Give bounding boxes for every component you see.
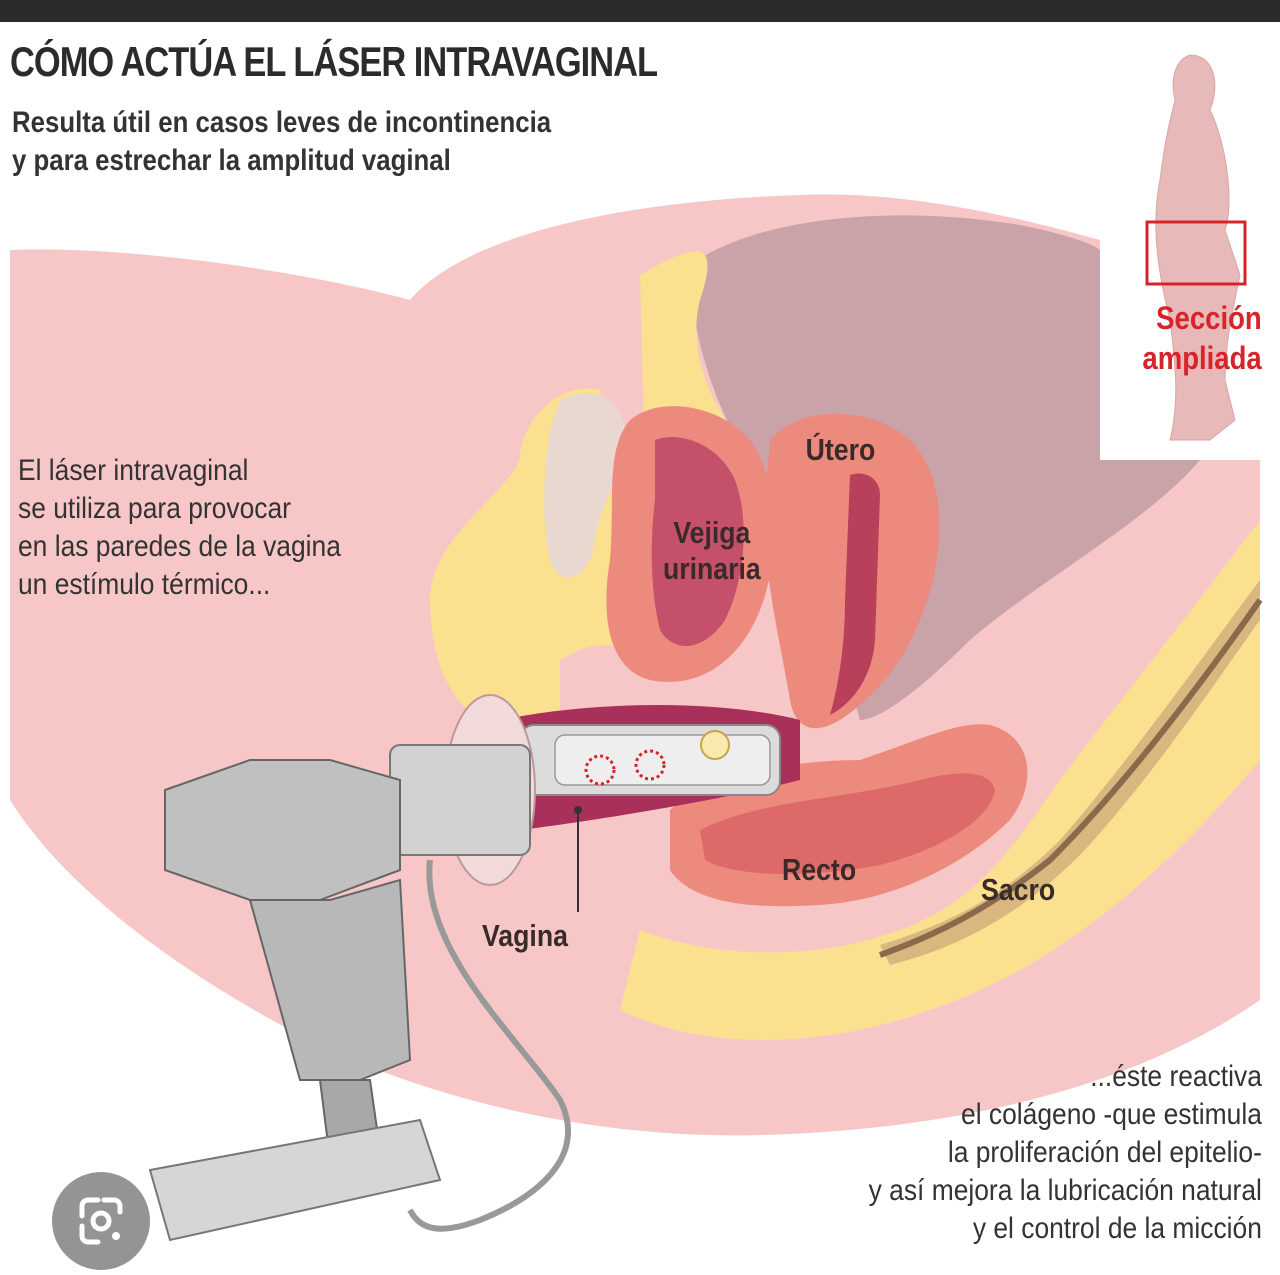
inset-label-line: ampliada xyxy=(1142,340,1262,376)
sacrum-line xyxy=(878,598,1263,958)
page-title: CÓMO ACTÚA EL LÁSER INTRAVAGINAL xyxy=(10,38,658,85)
right-explanation-line: el colágeno -que estimula xyxy=(961,1098,1262,1131)
right-explanation: ...éste reactiva el colágeno -que estimu… xyxy=(869,1058,1262,1248)
left-explanation-line: en las paredes de la vagina xyxy=(18,530,341,563)
abdominal-cavity xyxy=(690,215,1200,721)
right-explanation-line: ...éste reactiva xyxy=(1090,1060,1262,1093)
inset-label-line: Sección xyxy=(1156,300,1262,336)
left-explanation: El láser intravaginal se utiliza para pr… xyxy=(18,452,341,604)
laser-cable xyxy=(407,859,571,1232)
subtitle-line: y para estrechar la amplitud vaginal xyxy=(12,144,451,177)
left-explanation-line: se utiliza para provocar xyxy=(18,492,291,525)
left-explanation-line: un estímulo térmico... xyxy=(18,568,271,601)
bladder-inner xyxy=(651,436,744,647)
top-bar xyxy=(0,0,1280,22)
left-explanation-line: El láser intravaginal xyxy=(18,454,249,487)
page-subtitle: Resulta útil en casos leves de incontine… xyxy=(12,104,551,180)
inset-highlight-box xyxy=(1145,220,1247,286)
laser-emitter xyxy=(700,730,730,760)
inset-label: Sección ampliada xyxy=(1143,298,1262,378)
label-vejiga-line: Vejiga xyxy=(673,515,751,550)
laser-spot xyxy=(584,754,616,786)
google-lens-glyph xyxy=(79,1197,123,1245)
handpiece-head xyxy=(164,759,401,901)
handpiece-neck xyxy=(389,744,531,856)
handpiece-grip xyxy=(248,878,412,1081)
rectum-inner xyxy=(700,773,995,875)
uterus-cavity xyxy=(830,473,880,715)
fat-back xyxy=(620,520,1260,1040)
label-utero: Útero xyxy=(805,432,876,467)
right-explanation-line: la proliferación del epitelio- xyxy=(947,1136,1262,1169)
label-recto: Recto xyxy=(782,852,857,887)
handpiece-base xyxy=(148,1118,442,1242)
right-explanation-line: y el control de la micción xyxy=(972,1212,1262,1245)
subtitle-line: Resulta útil en casos leves de incontine… xyxy=(12,106,552,139)
label-vagina: Vagina xyxy=(481,918,568,953)
label-sacro: Sacro xyxy=(981,872,1056,907)
google-lens-icon[interactable] xyxy=(52,1172,150,1270)
pubic-bone xyxy=(544,393,626,578)
laser-spot xyxy=(634,749,666,781)
label-vejiga-line: urinaria xyxy=(662,551,761,586)
label-vejiga: Vejiga urinaria xyxy=(663,515,761,587)
right-explanation-line: y así mejora la lubricación natural xyxy=(868,1174,1262,1207)
inset-silhouette xyxy=(1155,54,1241,441)
